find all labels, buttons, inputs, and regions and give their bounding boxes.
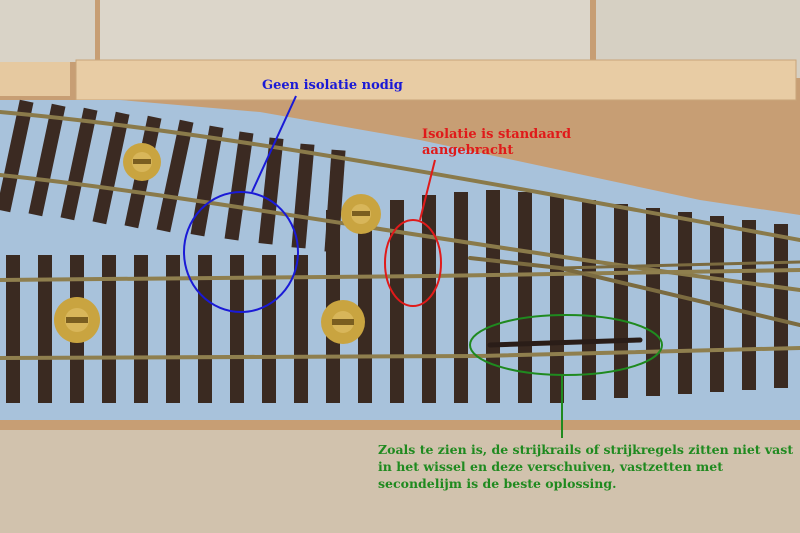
rail-main-2	[0, 346, 800, 360]
red-annotation-ellipse	[384, 219, 442, 307]
cardboard-panel-middle	[100, 0, 590, 62]
upper-track-sleepers	[0, 99, 346, 253]
wood-strip-left	[0, 62, 70, 96]
cardboard-bottom	[0, 430, 800, 533]
rail-upper-2	[0, 173, 800, 292]
rail-main-1	[0, 268, 800, 282]
annotation-insulation-standard: Isolatie is standaard aangebracht	[422, 127, 572, 158]
rail-upper-1	[0, 110, 800, 242]
guard-rail	[487, 337, 643, 348]
annotation-no-insulation: Geen isolatie nodig	[262, 78, 403, 93]
blue-annotation-circle	[183, 191, 299, 313]
rails	[0, 110, 800, 360]
annotation-guard-rails-note: Zoals te zien is, de strijkrails of stri…	[378, 442, 794, 491]
frog-rail-2	[558, 260, 800, 270]
wood-strip-center	[75, 59, 797, 101]
green-annotation-ellipse	[469, 314, 663, 376]
screw-1	[123, 143, 161, 181]
screw-4	[321, 300, 365, 344]
screw-3	[54, 297, 100, 343]
blue-pointer-line	[251, 95, 297, 193]
cardboard-panel-left	[0, 0, 95, 62]
screw-2	[341, 194, 381, 234]
brass-screws	[54, 143, 381, 344]
red-pointer-line	[419, 159, 436, 221]
